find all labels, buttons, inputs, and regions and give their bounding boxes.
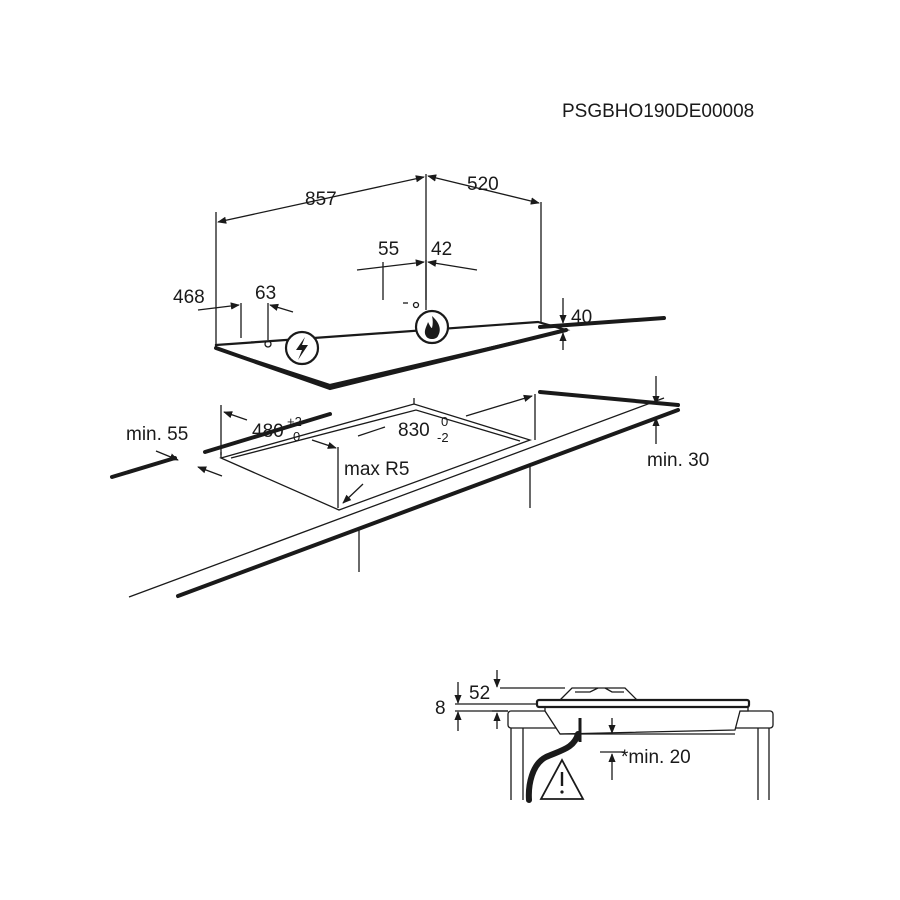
dim-elec-offset-label: 63	[255, 283, 276, 304]
dim-gas-right-label: 42	[431, 239, 452, 260]
dim-cutout-depth-label: 480	[252, 421, 284, 442]
gas-flame-icon	[414, 309, 450, 345]
dim-section-min20-label: *min. 20	[621, 747, 691, 768]
worktop	[110, 316, 680, 598]
dim-cutout-depth-tol-upper: +2	[287, 414, 302, 429]
warning-triangle-icon	[539, 758, 585, 800]
dim-cutout-width-tol-upper: 0	[441, 414, 448, 429]
dim-radius-label: max R5	[344, 459, 409, 480]
dim-857: 857	[217, 175, 425, 224]
hob-body	[214, 320, 571, 391]
dim-gas-left-label: 55	[378, 239, 399, 260]
dim-cutout-width-tol-lower: -2	[437, 430, 449, 445]
dim-width-label: 857	[305, 189, 337, 210]
dim-min-front-label: min. 55	[126, 424, 188, 445]
electric-bolt-icon	[284, 330, 320, 366]
dim-520: 520	[427, 174, 540, 205]
dim-min-wall-label: min. 30	[647, 450, 709, 471]
dim-cutout-depth-tol-lower: 0	[293, 429, 300, 444]
dim-section-8-label: 8	[435, 698, 446, 719]
document-code: PSGBHO190DE00008	[562, 101, 754, 122]
dim-cutout-width-label: 830	[398, 420, 430, 441]
dim-left-offset-label: 468	[173, 287, 205, 308]
dim-section-52-label: 52	[469, 683, 490, 704]
cutout	[219, 398, 533, 511]
section-view	[507, 687, 774, 803]
dim-depth-label: 520	[467, 174, 499, 195]
